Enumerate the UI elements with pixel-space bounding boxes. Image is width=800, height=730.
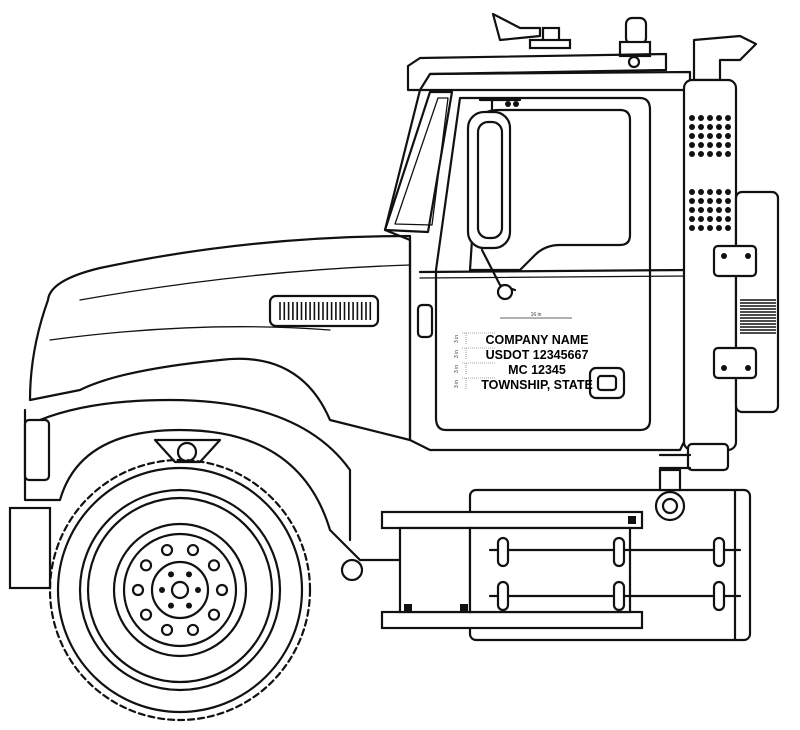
heat-shield-hole — [725, 216, 731, 222]
roof-beacon — [618, 16, 652, 69]
hub-bolt — [195, 587, 201, 593]
lug-nut — [160, 623, 174, 637]
hub-bolt — [159, 587, 165, 593]
heat-shield-hole — [698, 151, 704, 157]
heat-shield-hole — [725, 124, 731, 130]
heat-shield-hole — [707, 198, 713, 204]
height-dimension-label: 3 in — [454, 335, 460, 343]
exhaust-stack — [658, 34, 780, 472]
height-dimension-label: 3 in — [454, 365, 460, 373]
heat-shield-hole — [689, 151, 695, 157]
heat-shield-hole — [716, 115, 722, 121]
heat-shield-hole — [707, 225, 713, 231]
height-dimension-label: 3 in — [454, 380, 460, 388]
heat-shield-hole — [716, 133, 722, 139]
heat-shield-hole — [725, 133, 731, 139]
heat-shield-hole — [707, 189, 713, 195]
hub-bolt — [168, 602, 174, 609]
lug-nut — [139, 608, 153, 621]
heat-shield-hole — [707, 133, 713, 139]
heat-shield-hole — [689, 189, 695, 195]
heat-shield-hole — [716, 189, 722, 195]
heat-shield-hole — [689, 124, 695, 130]
heat-shield-hole — [725, 189, 731, 195]
height-dimension-label: 3 in — [454, 350, 460, 358]
heat-shield-hole — [698, 216, 704, 222]
heat-shield-hole — [725, 198, 731, 204]
heat-shield-hole — [716, 207, 722, 213]
heat-shield-hole — [725, 225, 731, 231]
heat-shield-hole — [725, 142, 731, 148]
headlight — [23, 418, 51, 482]
location-text: TOWNSHIP, STATE — [481, 378, 593, 392]
lug-nut — [186, 543, 200, 557]
heat-shield-hole — [698, 189, 704, 195]
heat-shield-hole — [716, 225, 722, 231]
heat-shield-hole — [707, 207, 713, 213]
lug-nut — [215, 583, 229, 597]
heat-shield-hole — [725, 207, 731, 213]
front-bumper — [8, 506, 52, 590]
lug-nut — [131, 583, 145, 597]
heat-shield-hole — [707, 142, 713, 148]
lug-nut — [207, 559, 221, 572]
heat-shield-hole — [707, 216, 713, 222]
company-name-text: COMPANY NAME — [485, 333, 588, 347]
heat-shield-hole — [716, 142, 722, 148]
heat-shield-hole — [689, 216, 695, 222]
heat-shield-hole — [689, 225, 695, 231]
heat-shield-hole — [725, 115, 731, 121]
heat-shield-hole — [716, 216, 722, 222]
hood-vent — [268, 294, 380, 328]
heat-shield-hole — [725, 151, 731, 157]
heat-shield-hole — [698, 133, 704, 139]
heat-shield-hole — [698, 124, 704, 130]
side-mirror — [466, 98, 522, 301]
heat-shield-hole — [689, 133, 695, 139]
hub-bolt — [186, 602, 192, 609]
heat-shield-hole — [698, 142, 704, 148]
heat-shield-hole — [689, 142, 695, 148]
heat-shield-hole — [716, 124, 722, 130]
heat-shield-hole — [698, 225, 704, 231]
hub-bolt — [186, 571, 192, 578]
heat-shield-hole — [698, 198, 704, 204]
front-fender — [23, 408, 412, 562]
battery-box — [380, 510, 742, 630]
width-dimension-label: 16 in — [531, 312, 542, 318]
heat-shield-hole — [707, 151, 713, 157]
heat-shield-hole — [698, 115, 704, 121]
front-wheel — [48, 458, 312, 722]
lug-nut — [139, 559, 153, 572]
heat-shield-hole — [689, 115, 695, 121]
lug-nut — [207, 608, 221, 621]
heat-shield-hole — [716, 151, 722, 157]
usdot-text: USDOT 12345667 — [486, 348, 589, 362]
hood — [28, 234, 412, 442]
lug-nut — [160, 543, 174, 557]
door-lettering: 16 in COMPANY NAME USDOT 12345667 MC 123… — [454, 312, 593, 392]
hub-bolt — [168, 571, 174, 578]
air-horn — [491, 12, 572, 50]
heat-shield-hole — [707, 124, 713, 130]
heat-shield-hole — [698, 207, 704, 213]
heat-shield-hole — [689, 198, 695, 204]
lug-nut — [186, 623, 200, 637]
heat-shield-hole — [716, 198, 722, 204]
heat-shield-hole — [689, 207, 695, 213]
mc-number-text: MC 12345 — [508, 363, 566, 377]
heat-shield-hole — [707, 115, 713, 121]
